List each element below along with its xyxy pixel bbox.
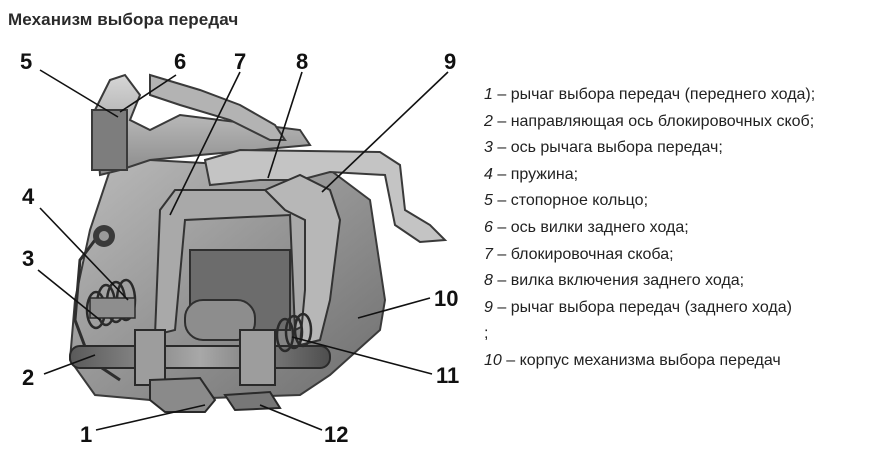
callout-10: 10: [434, 286, 459, 311]
lower-lever-shape: [149, 376, 217, 413]
callout-12: 12: [324, 422, 349, 447]
legend-item: ;: [484, 325, 489, 343]
diagram-title: Механизм выбора передач: [8, 10, 239, 29]
callout-6: 6: [174, 49, 187, 74]
callout-3: 3: [22, 246, 35, 271]
legend-item: 3 – ось рычага выбора передач;: [484, 139, 723, 157]
legend-item: 5 – стопорное кольцо;: [484, 192, 649, 210]
reverse-fork-shape: [203, 148, 448, 244]
callout-1: 1: [80, 422, 93, 447]
callout-7: 7: [234, 49, 247, 74]
legend-item: 1 – рычаг выбора передач (переднего хода…: [484, 86, 816, 103]
callout-4: 4: [22, 184, 35, 209]
callout-8: 8: [296, 49, 309, 74]
guide-axle-shape: [69, 345, 331, 369]
legend-item: 7 – блокировочная скоба;: [484, 245, 674, 263]
legend-item: 6 – ось вилки заднего хода;: [484, 218, 689, 236]
callout-11: 11: [436, 363, 460, 388]
legend-item: 4 – пружина;: [484, 165, 579, 183]
legend-item: 10 – корпус механизма выбора передач: [484, 351, 781, 369]
legend-item: 9 – рычаг выбора передач (заднего хода): [484, 298, 792, 316]
parts-legend: 1 – рычаг выбора передач (переднего хода…: [484, 82, 889, 375]
reverse-selector-lever-shape: [263, 173, 342, 347]
legend-item: 8 – вилка включения заднего хода;: [484, 272, 745, 290]
gear-selector-mechanism-illustration: [37, 69, 449, 431]
callout-2: 2: [22, 365, 35, 390]
callout-5: 5: [20, 49, 33, 74]
legend-item: 2 – направляющая ось блокировочных скоб;: [484, 112, 815, 130]
callout-9: 9: [444, 49, 457, 74]
